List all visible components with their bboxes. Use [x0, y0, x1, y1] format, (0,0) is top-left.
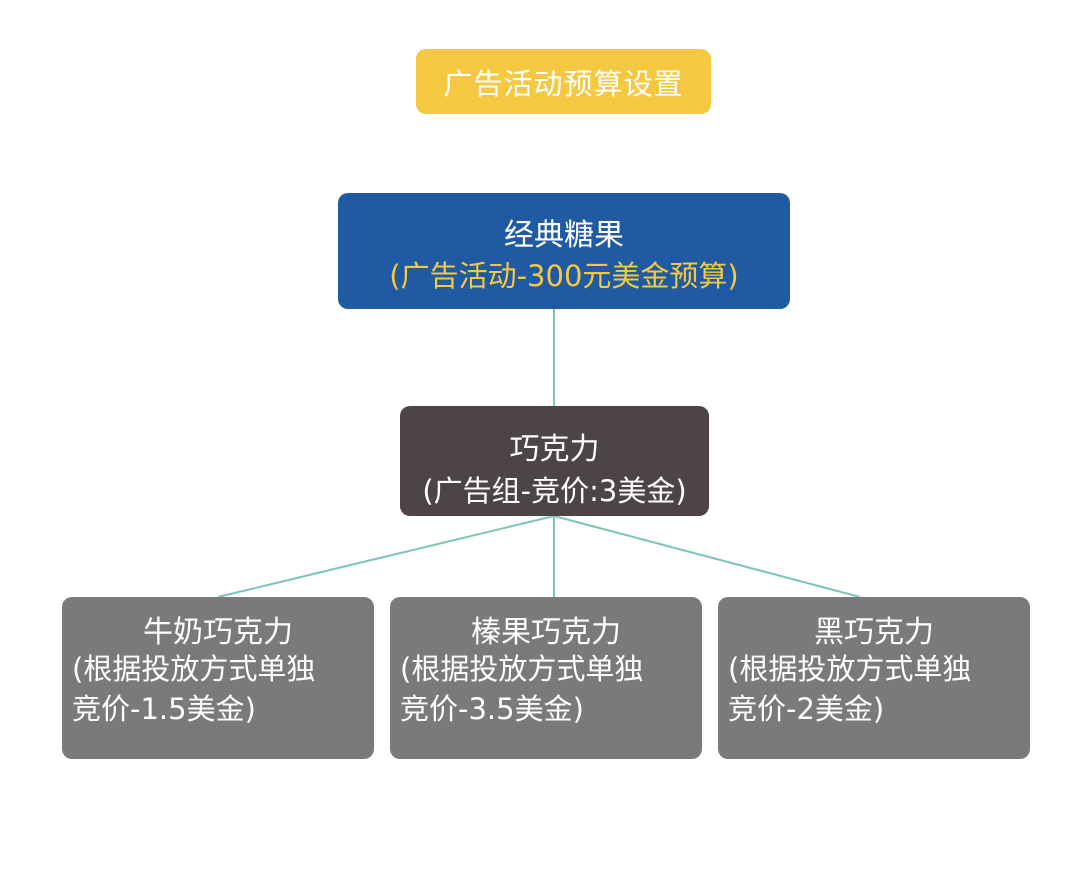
- diagram-title: 广告活动预算设置: [416, 49, 711, 114]
- campaign-node: 经典糖果 (广告活动-300元美金预算): [338, 193, 790, 309]
- campaign-detail: (广告活动-300元美金预算): [389, 259, 739, 293]
- product-name: 牛奶巧克力: [143, 615, 293, 650]
- ad-group-name: 巧克力: [509, 432, 600, 467]
- connector-group-to-leaf-1: [217, 515, 555, 598]
- product-detail-line2: 竞价-1.5美金): [72, 692, 256, 726]
- ad-group-detail: (广告组-竞价:3美金): [422, 474, 687, 508]
- product-name: 黑巧克力: [814, 615, 934, 650]
- product-detail-line1: (根据投放方式单独: [400, 652, 644, 686]
- product-detail-line2: 竞价-3.5美金): [400, 692, 584, 726]
- product-node-milk-chocolate: 牛奶巧克力 (根据投放方式单独 竞价-1.5美金): [62, 597, 374, 759]
- campaign-name: 经典糖果: [504, 218, 624, 253]
- product-detail: (根据投放方式单独 竞价-3.5美金): [400, 649, 694, 729]
- product-detail-line1: (根据投放方式单独: [728, 652, 972, 686]
- product-detail-line2: 竞价-2美金): [728, 692, 885, 726]
- product-detail: (根据投放方式单独 竞价-2美金): [728, 649, 1022, 729]
- product-node-hazelnut-chocolate: 榛果巧克力 (根据投放方式单独 竞价-3.5美金): [390, 597, 702, 759]
- product-detail: (根据投放方式单独 竞价-1.5美金): [72, 649, 366, 729]
- product-detail-line1: (根据投放方式单独: [72, 652, 316, 686]
- ad-group-node: 巧克力 (广告组-竞价:3美金): [400, 406, 709, 516]
- connector-group-to-leaf-3: [553, 515, 861, 598]
- product-name: 榛果巧克力: [471, 615, 621, 650]
- product-node-dark-chocolate: 黑巧克力 (根据投放方式单独 竞价-2美金): [718, 597, 1030, 759]
- diagram-title-text: 广告活动预算设置: [443, 66, 684, 101]
